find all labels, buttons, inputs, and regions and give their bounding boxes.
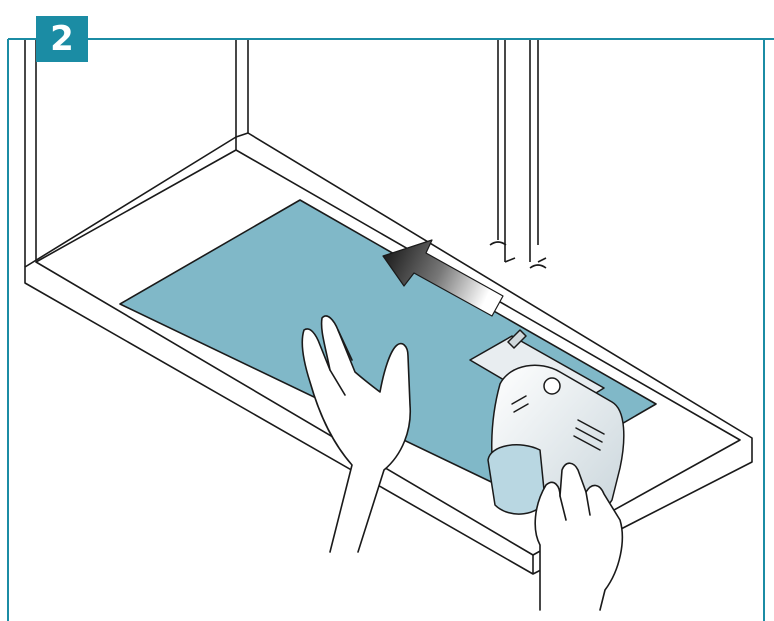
step-number-badge: 2 bbox=[36, 16, 88, 62]
